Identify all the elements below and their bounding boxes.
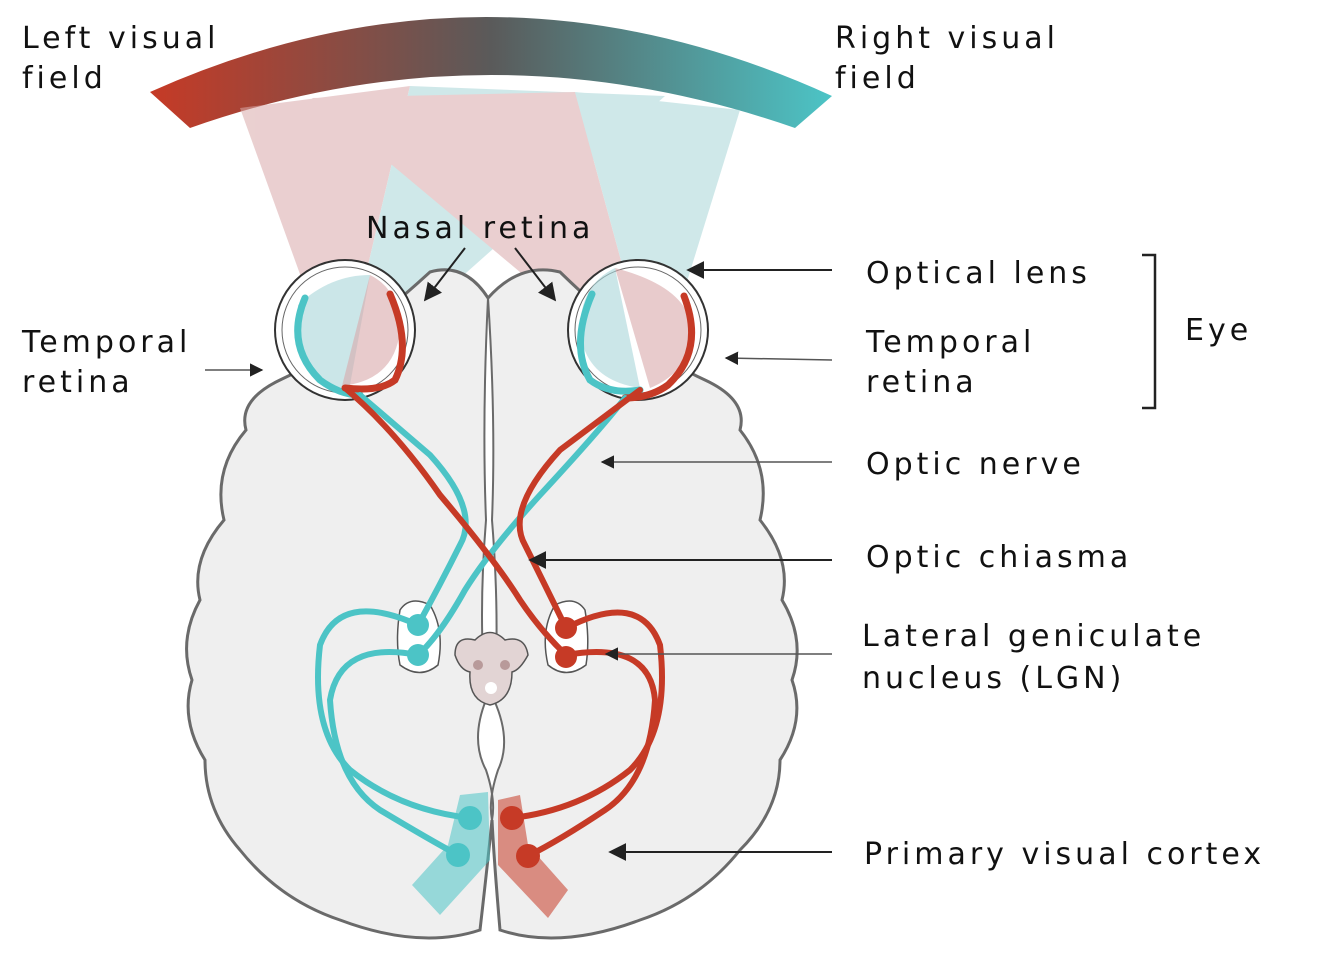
- primary-visual-cortex-label: Primary visual cortex: [864, 837, 1265, 872]
- optical-lens-label: Optical lens: [866, 256, 1091, 291]
- right-eye-temporal-retina: [621, 292, 696, 402]
- temporal-retina-right-line1: Temporal: [865, 325, 1035, 360]
- arrow-nasal-retina-left: [423, 247, 466, 302]
- left-eye: [274, 259, 416, 401]
- right-cortex-dot-upper: [500, 806, 524, 830]
- optic-nerve-label: Optic nerve: [866, 447, 1085, 482]
- left-visual-field-line2: field: [22, 61, 107, 96]
- temporal-retina-right-label: Temporal retina: [865, 325, 1049, 400]
- left-visual-field-line1: Left visual: [22, 21, 219, 56]
- right-visual-field-line2: field: [835, 61, 920, 96]
- arrow-nasal-retina-right: [514, 247, 557, 302]
- lgn-line2: nucleus (LGN): [862, 661, 1125, 696]
- right-lgn-dot-lower: [555, 646, 577, 668]
- teal-pathways: [315, 392, 628, 858]
- right-lgn-dot-upper: [555, 617, 577, 639]
- left-lgn-dot-upper: [407, 614, 429, 636]
- arrow-temporal-retina-right: [724, 351, 833, 365]
- left-eye-nasal-retina: [341, 290, 406, 393]
- left-cortex-dot-upper: [458, 806, 482, 830]
- midbrain: [454, 631, 529, 706]
- right-eye: [567, 259, 709, 402]
- left-visual-field-label: Left visual field: [22, 21, 233, 96]
- temporal-retina-right-line2: retina: [866, 365, 978, 400]
- right-eye-nasal-retina: [577, 290, 644, 395]
- right-eye-teal-cone: [575, 92, 740, 385]
- lgn-label: Lateral geniculate nucleus (LGN): [862, 619, 1219, 696]
- right-cortex-dot-lower: [516, 844, 540, 868]
- visual-field-arc: [150, 16, 832, 128]
- temporal-retina-left-line2: retina: [22, 365, 134, 400]
- left-cortex-dot-lower: [446, 843, 470, 867]
- left-eye-red-cone: [240, 86, 410, 385]
- left-lgn-dot-lower: [407, 644, 429, 666]
- temporal-retina-left-label: Temporal retina: [21, 325, 205, 400]
- eye-bracket: [1142, 253, 1157, 410]
- right-visual-field-line1: Right visual: [835, 21, 1059, 56]
- red-pathways: [342, 385, 665, 859]
- optic-chiasma-label: Optic chiasma: [866, 540, 1132, 575]
- nasal-retina-label: Nasal retina: [366, 211, 594, 246]
- temporal-retina-left-line1: Temporal: [21, 325, 191, 360]
- right-visual-field-label: Right visual field: [835, 21, 1073, 96]
- lgn-line1: Lateral geniculate: [862, 619, 1205, 654]
- eye-label: Eye: [1185, 313, 1252, 348]
